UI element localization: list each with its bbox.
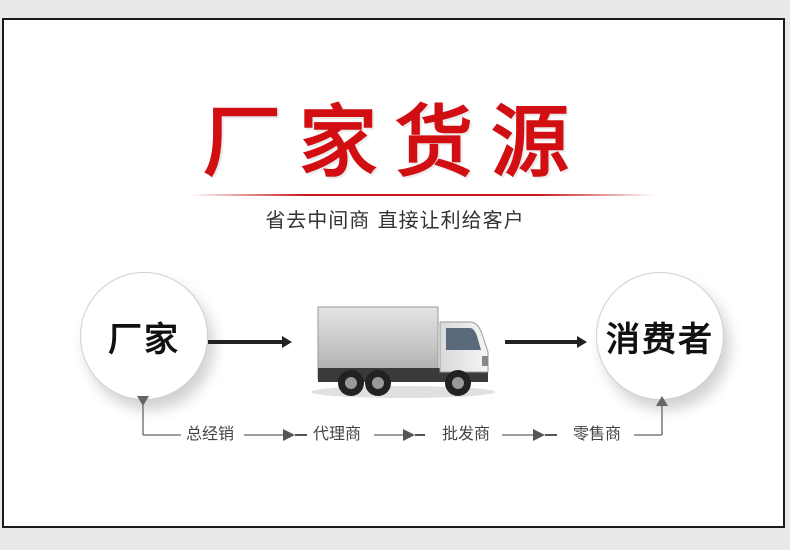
truck-icon [311,306,495,398]
chain-arrow-2 [403,429,415,441]
chain-arrow-1 [283,429,295,441]
chain-step: 批发商 [442,424,491,443]
chain-arrow-3 [533,429,545,441]
chain-end-arrow [656,396,668,406]
source-node-label: 厂家 [108,319,180,360]
page-title: 厂家货源 [202,98,587,188]
source-node-circle: 厂家 [80,272,208,400]
target-node-label: 消费者 [606,319,714,360]
chain-step: 代理商 [313,424,362,443]
title-divider [190,194,655,196]
chain-start-arrow [137,396,149,406]
chain-step: 总经销 [186,424,235,443]
arrow-to-truck [208,336,292,348]
chain-step: 零售商 [573,424,622,443]
page-subtitle: 省去中间商 直接让利给客户 [265,208,525,232]
chain-connector [142,405,663,436]
arrow-to-consumer [505,336,587,348]
